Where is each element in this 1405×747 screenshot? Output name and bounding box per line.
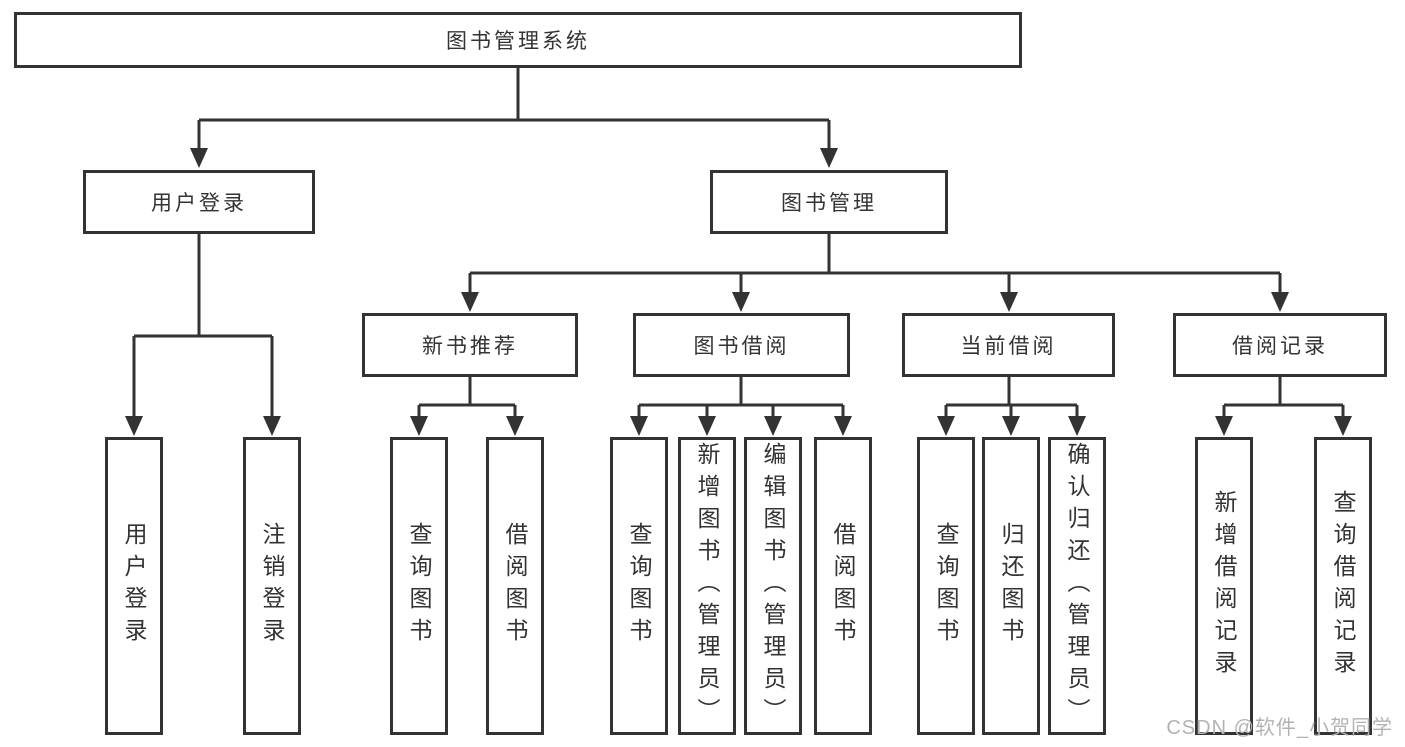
leaf-add-borrow-record-label: 新增借阅记录 (1211, 490, 1237, 682)
leaf-logout-label: 注销登录 (259, 522, 285, 650)
node-new-book-recommendation-label: 新书推荐 (422, 335, 518, 358)
leaf-query-borrow-record-label: 查询借阅记录 (1330, 490, 1356, 682)
node-book-borrowing-label: 图书借阅 (693, 335, 790, 358)
leaf-query-books-recommend: 查询图书 (390, 437, 448, 735)
node-root-label: 图书管理系统 (446, 30, 590, 53)
leaf-borrow-books-recommend: 借阅图书 (486, 437, 544, 735)
leaf-user-login: 用户登录 (105, 437, 163, 735)
leaf-borrow-books-borrowing: 借阅图书 (814, 437, 872, 735)
leaf-edit-books-admin: 编辑图书（管理员） (744, 437, 802, 735)
node-borrowing-records: 借阅记录 (1173, 313, 1387, 377)
leaf-user-login-label: 用户登录 (121, 522, 147, 650)
leaf-query-books-borrowing: 查询图书 (610, 437, 668, 735)
node-book-management: 图书管理 (710, 170, 948, 234)
leaf-confirm-return-admin: 确认归还（管理员） (1048, 437, 1106, 735)
leaf-query-books-recommend-label: 查询图书 (406, 522, 432, 650)
node-user-login-label: 用户登录 (151, 192, 247, 215)
leaf-borrow-books-borrowing-label: 借阅图书 (830, 522, 856, 650)
leaf-return-books: 归还图书 (982, 437, 1040, 735)
node-new-book-recommendation: 新书推荐 (362, 313, 578, 377)
leaf-borrow-books-recommend-label: 借阅图书 (502, 522, 528, 650)
node-book-borrowing: 图书借阅 (633, 313, 850, 377)
node-borrowing-records-label: 借阅记录 (1232, 335, 1328, 358)
node-root: 图书管理系统 (14, 12, 1022, 68)
leaf-query-books-borrowing-label: 查询图书 (626, 522, 652, 650)
node-user-login: 用户登录 (83, 170, 315, 234)
leaf-add-borrow-record: 新增借阅记录 (1195, 437, 1253, 735)
node-current-borrowing: 当前借阅 (902, 313, 1115, 377)
leaf-return-books-label: 归还图书 (998, 522, 1024, 650)
leaf-add-books-admin-label: 新增图书（管理员） (694, 442, 720, 730)
leaf-edit-books-admin-label: 编辑图书（管理员） (760, 442, 786, 730)
leaf-logout: 注销登录 (243, 437, 301, 735)
watermark: CSDN @软件_小贺同学 (1166, 717, 1393, 739)
leaf-query-borrow-record: 查询借阅记录 (1314, 437, 1372, 735)
leaf-add-books-admin: 新增图书（管理员） (678, 437, 736, 735)
leaf-query-books-current: 查询图书 (917, 437, 975, 735)
node-book-management-label: 图书管理 (781, 192, 877, 215)
node-current-borrowing-label: 当前借阅 (960, 335, 1057, 358)
leaf-query-books-current-label: 查询图书 (933, 522, 959, 650)
leaf-confirm-return-admin-label: 确认归还（管理员） (1064, 442, 1090, 730)
